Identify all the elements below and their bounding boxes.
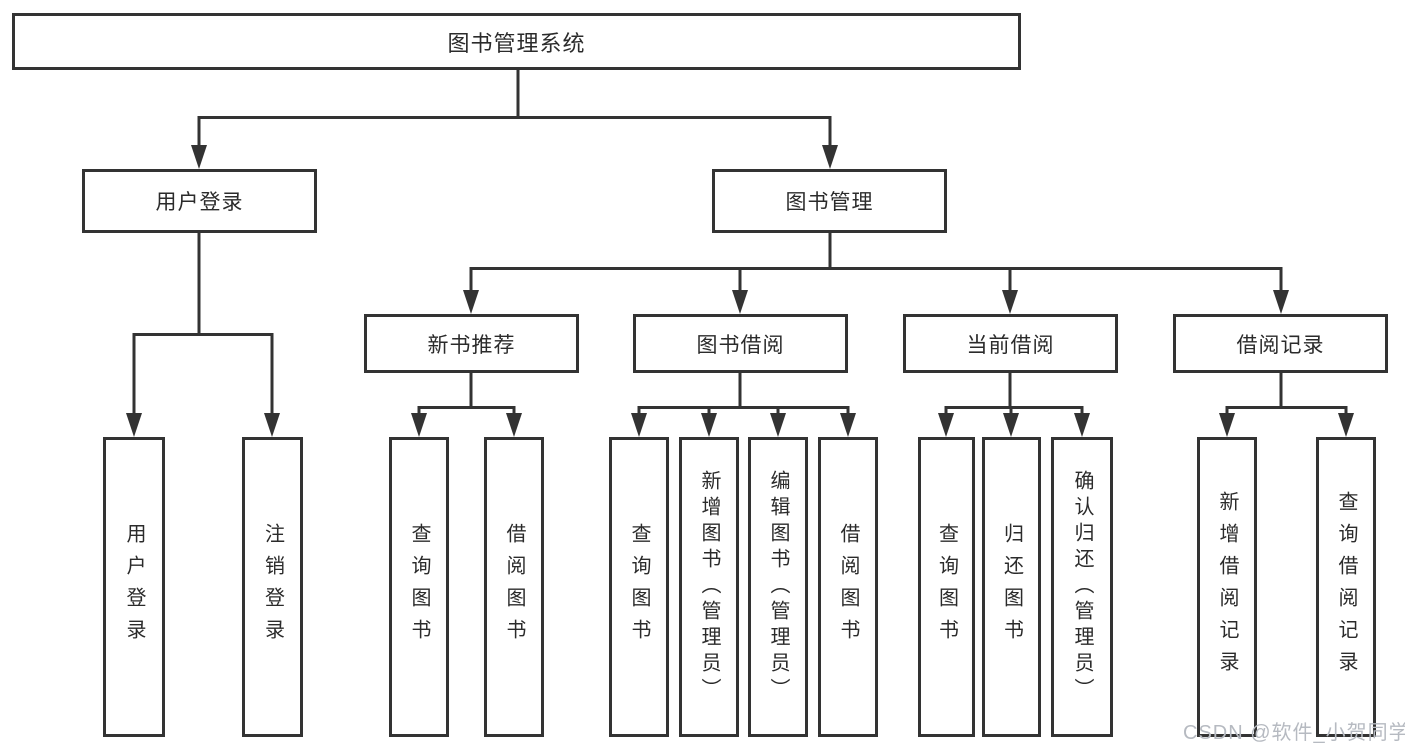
csdn-watermark: CSDN @软件_小贺同学: [1183, 722, 1405, 744]
connector-line: [270, 333, 274, 415]
leaf-query-books-current: 查询图书: [918, 437, 975, 737]
connector-line: [512, 406, 516, 416]
arrow-down-icon: [463, 290, 479, 314]
connector-line: [945, 406, 1083, 409]
arrow-down-icon: [631, 413, 647, 437]
connector-line: [417, 406, 421, 416]
arrow-down-icon: [732, 290, 748, 314]
connector-line: [944, 406, 948, 416]
leaf-label: 归还图书: [1000, 523, 1023, 651]
connector-line: [846, 406, 850, 416]
leaf-borrow-books-recommend: 借阅图书: [484, 437, 544, 737]
leaf-borrow-books: 借阅图书: [818, 437, 878, 737]
node-label: 用户登录: [155, 191, 244, 214]
leaf-label: 查询借阅记录: [1335, 491, 1357, 683]
connector-line: [133, 333, 273, 336]
arrow-down-icon: [264, 413, 280, 437]
connector-line: [132, 333, 136, 415]
leaf-query-books-recommend: 查询图书: [389, 437, 449, 737]
node-library-management-system: 图书管理系统: [12, 13, 1021, 70]
arrow-down-icon: [1074, 413, 1090, 437]
leaf-label: 新增借阅记录: [1216, 491, 1238, 683]
arrow-down-icon: [506, 413, 522, 437]
leaf-label: 借阅图书: [503, 523, 525, 651]
node-label: 新书推荐: [427, 333, 516, 357]
leaf-query-books-borrow: 查询图书: [609, 437, 669, 737]
arrow-down-icon: [701, 413, 717, 437]
node-book-management: 图书管理: [712, 169, 947, 233]
leaf-label: 用户登录: [123, 523, 145, 651]
connector-line: [637, 406, 641, 416]
connector-line: [638, 406, 849, 409]
leaf-label: 查询图书: [935, 523, 958, 651]
node-current-borrowing: 当前借阅: [903, 314, 1118, 373]
arrow-down-icon: [840, 413, 856, 437]
connector-line: [1225, 406, 1229, 416]
connector-line: [738, 372, 742, 409]
connector-line: [1344, 406, 1348, 416]
leaf-label: 编辑图书（管理员）: [767, 470, 789, 704]
node-label: 图书管理: [785, 191, 874, 214]
leaf-label: 查询图书: [628, 523, 650, 651]
connector-line: [1008, 267, 1012, 293]
arrow-down-icon: [1338, 413, 1354, 437]
leaf-label: 借阅图书: [837, 523, 859, 651]
node-borrowing-records: 借阅记录: [1173, 314, 1388, 373]
arrow-down-icon: [1002, 290, 1018, 314]
leaf-label: 查询图书: [408, 523, 430, 651]
arrow-down-icon: [1003, 413, 1019, 437]
connector-line: [1008, 372, 1012, 409]
arrow-down-icon: [126, 413, 142, 437]
leaf-logout: 注销登录: [242, 437, 303, 737]
arrow-down-icon: [938, 413, 954, 437]
node-label: 图书借阅: [696, 333, 785, 357]
connector-line: [197, 233, 201, 336]
arrow-down-icon: [1273, 290, 1289, 314]
connector-line: [1226, 406, 1347, 409]
node-user-login: 用户登录: [82, 169, 317, 233]
arrow-down-icon: [411, 413, 427, 437]
connector-line: [198, 116, 831, 119]
arrow-down-icon: [770, 413, 786, 437]
leaf-label: 确认归还（管理员）: [1071, 470, 1093, 704]
connector-line: [1080, 406, 1084, 416]
arrow-down-icon: [191, 145, 207, 169]
connector-line: [776, 406, 780, 416]
leaf-user-login: 用户登录: [103, 437, 165, 737]
connector-line: [738, 267, 742, 293]
node-label: 图书管理系统: [447, 30, 586, 56]
leaf-add-borrow-record: 新增借阅记录: [1197, 437, 1257, 737]
leaf-return-book: 归还图书: [982, 437, 1041, 737]
node-book-borrowing: 图书借阅: [633, 314, 848, 373]
connector-line: [707, 406, 711, 416]
connector-line: [469, 372, 473, 409]
leaf-label: 新增图书（管理员）: [698, 470, 720, 704]
connector-line: [1009, 406, 1013, 416]
connector-line: [470, 267, 1282, 270]
connector-line: [1279, 372, 1283, 409]
arrow-down-icon: [1219, 413, 1235, 437]
leaf-query-borrow-record: 查询借阅记录: [1316, 437, 1376, 737]
node-label: 当前借阅: [966, 333, 1055, 357]
connector-line: [828, 116, 832, 148]
connector-line: [1279, 267, 1283, 293]
connector-line: [469, 267, 473, 293]
connector-line: [197, 116, 201, 148]
leaf-label: 注销登录: [261, 523, 284, 651]
leaf-confirm-return-admin: 确认归还（管理员）: [1051, 437, 1113, 737]
node-new-book-recommendation: 新书推荐: [364, 314, 579, 373]
connector-line: [516, 69, 520, 119]
node-label: 借阅记录: [1236, 333, 1325, 357]
arrow-down-icon: [822, 145, 838, 169]
connector-line: [828, 233, 832, 270]
leaf-edit-book-admin: 编辑图书（管理员）: [748, 437, 808, 737]
connector-line: [418, 406, 515, 409]
leaf-add-book-admin: 新增图书（管理员）: [679, 437, 739, 737]
